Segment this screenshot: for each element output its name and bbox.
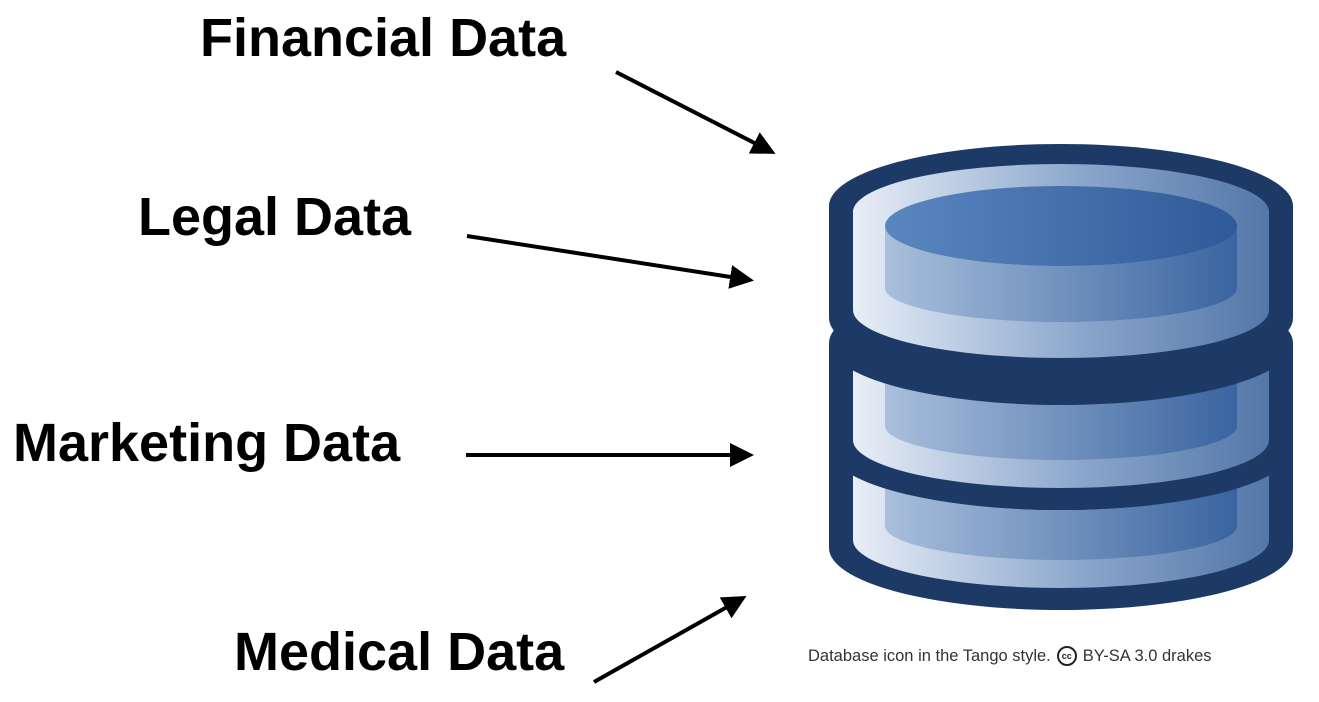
label-marketing-data: Marketing Data bbox=[13, 413, 401, 473]
label-legal-data: Legal Data bbox=[138, 187, 412, 247]
creative-commons-icon: cc bbox=[1056, 646, 1077, 666]
arrow-medical bbox=[593, 596, 747, 684]
label-medical-data: Medical Data bbox=[234, 622, 565, 682]
image-credit-caption: Database icon in the Tango style. cc BY-… bbox=[808, 646, 1212, 666]
arrow-financial bbox=[615, 70, 776, 154]
arrow-legal bbox=[466, 234, 754, 289]
caption-license: BY-SA 3.0 drakes bbox=[1082, 646, 1212, 665]
caption-text: Database icon in the Tango style. bbox=[808, 646, 1051, 665]
db-section-top bbox=[829, 144, 1293, 380]
label-financial-data: Financial Data bbox=[200, 8, 567, 68]
database-icon bbox=[829, 144, 1293, 610]
